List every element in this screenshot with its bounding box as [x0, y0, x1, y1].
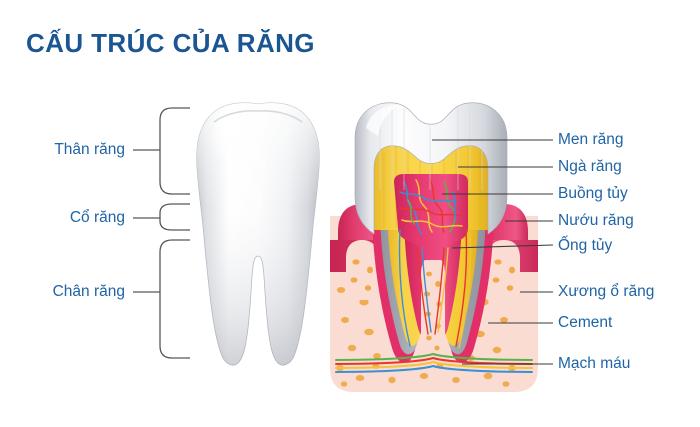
- whole-tooth-cusp-groove: [213, 110, 303, 123]
- label-nga-rang: Ngà răng: [558, 158, 622, 175]
- bracket-neck: [159, 203, 190, 231]
- pulp-vessels: [399, 179, 463, 235]
- enamel-striations: [379, 106, 483, 190]
- label-chan-rang: Chân răng: [52, 283, 125, 300]
- label-co-rang: Cổ răng: [69, 209, 125, 226]
- bracket-root: [159, 239, 190, 359]
- label-nuou-rang: Nướu răng: [558, 212, 634, 229]
- left-bracket-group: [159, 107, 190, 359]
- pulp-chamber: [394, 174, 468, 260]
- label-cement: Cement: [558, 314, 613, 331]
- label-xuong-o-rang: Xương ổ răng: [558, 283, 655, 300]
- label-ong-tuy: Ống tủy: [558, 237, 613, 254]
- label-mach-mau: Mạch máu: [558, 355, 631, 372]
- enamel-cap: [354, 102, 508, 235]
- bone-in-left-lobe: [346, 240, 378, 300]
- label-men-rang: Men răng: [558, 131, 624, 148]
- whole-tooth: [196, 102, 320, 366]
- leader-ong-tuy: [451, 244, 554, 249]
- canal-vessels: [398, 229, 472, 349]
- label-buong-tuy: Buồng tủy: [558, 185, 628, 202]
- right-leader-lines: [432, 139, 554, 365]
- tooth-cross-section: [330, 102, 538, 392]
- page-title: CẤU TRÚC CỦA RĂNG: [26, 28, 315, 58]
- whole-tooth-highlight: [210, 106, 254, 194]
- enamel-gloss: [366, 105, 398, 136]
- lobe-trabeculae: [350, 259, 515, 291]
- label-than-rang: Thân răng: [54, 141, 125, 158]
- bracket-crown: [159, 107, 190, 195]
- bone-in-right-lobe: [488, 240, 520, 300]
- left-tick-group: [133, 149, 160, 293]
